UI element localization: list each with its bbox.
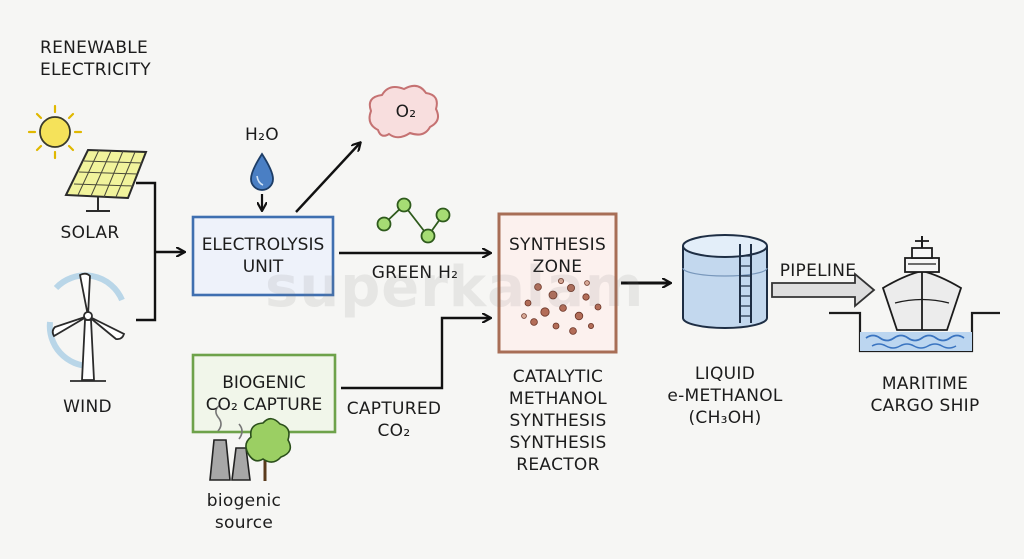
oxygen-label: O₂ [395,102,417,122]
wind-turbine-icon [46,272,126,382]
tree-icon [245,417,292,481]
solar-label: SOLAR [60,223,120,243]
green-h2-label: GREEN H₂ [371,263,459,283]
pipeline-label: PIPELINE [779,261,857,281]
biogenic-line-1: BIOGENIC [222,372,306,393]
water-drop-icon [250,152,274,191]
wind-label: WIND [63,397,112,417]
electrolysis-line-2: UNIT [242,257,284,277]
hydrogen-molecule-icon [376,197,451,244]
oxygen-cloud-icon [368,84,439,139]
captured-co2-arrow [341,318,490,390]
biogenic-co2-capture-box: BIOGENIC CO₂ CAPTURE [193,355,335,432]
watermark: superkalam [265,255,645,320]
catalyst-particles [521,277,602,335]
electrolysis-line-1: ELECTROLYSIS [201,235,325,255]
pipeline-arrow [771,272,876,308]
oxygen-release-arrow [295,143,360,213]
solar-panel-icon [64,148,148,212]
biogenic-box-frame [191,353,337,434]
biogenic-line-2: CO₂ CAPTURE [205,394,323,415]
power-feed-arrow [136,181,184,322]
electrolysis-unit: ELECTROLYSIS UNIT [193,217,333,295]
cargo-ship-icon [829,236,1000,353]
storage-tank-icon [682,234,768,329]
electrolysis-box-frame [191,215,335,297]
sun-icon [27,104,83,160]
water-label: H₂O [245,125,279,145]
